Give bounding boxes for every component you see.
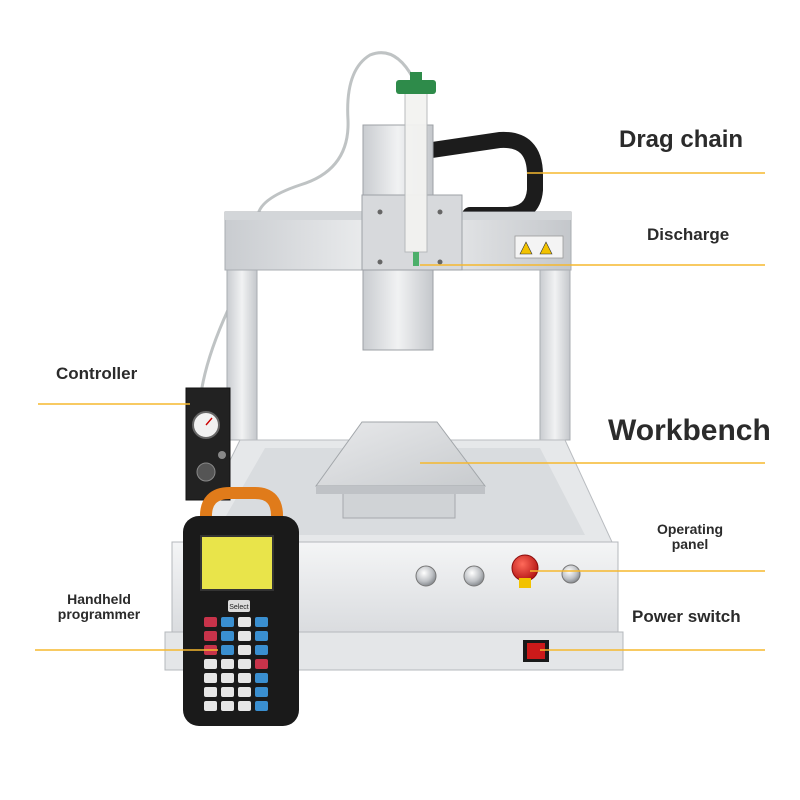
label-workbench: Workbench bbox=[608, 414, 771, 447]
panel-button-3 bbox=[561, 564, 581, 584]
emergency-stop-button bbox=[511, 554, 539, 582]
pendant-key bbox=[221, 701, 234, 711]
pendant-key bbox=[221, 659, 234, 669]
pendant-key bbox=[204, 701, 217, 711]
warning-sticker bbox=[514, 235, 564, 259]
pendant-key bbox=[238, 659, 251, 669]
pendant-key bbox=[204, 687, 217, 697]
pendant-key bbox=[204, 673, 217, 683]
panel-button-2 bbox=[463, 565, 485, 587]
pendant-key bbox=[255, 631, 268, 641]
pendant-key bbox=[255, 687, 268, 697]
pendant-key bbox=[221, 687, 234, 697]
pendant-key bbox=[204, 631, 217, 641]
left-leg bbox=[226, 269, 258, 441]
pendant-key bbox=[238, 687, 251, 697]
pendant-key bbox=[221, 631, 234, 641]
pendant-key bbox=[238, 645, 251, 655]
label-handheld-programmer: Handheld programmer bbox=[52, 592, 146, 621]
pendant-key bbox=[238, 631, 251, 641]
syringe-cap bbox=[396, 80, 436, 94]
pendant-key bbox=[255, 659, 268, 669]
pendant-key bbox=[204, 617, 217, 627]
label-controller: Controller bbox=[56, 364, 138, 383]
label-operating-panel-line1: Operating bbox=[656, 521, 724, 537]
pendant-top-key-label: Select bbox=[229, 604, 249, 611]
pendant-key bbox=[255, 645, 268, 655]
label-handheld-line1: Handheld bbox=[67, 591, 131, 607]
dispensing-needle bbox=[413, 252, 419, 266]
label-drag-chain: Drag chain bbox=[619, 126, 744, 153]
syringe-barrel bbox=[404, 91, 428, 253]
label-operating-panel: Operating panel bbox=[647, 522, 733, 551]
workbench-plate bbox=[315, 421, 486, 487]
label-power-switch: Power switch bbox=[632, 607, 741, 626]
pendant-key bbox=[255, 673, 268, 683]
pendant-screen bbox=[200, 535, 274, 591]
pendant-key bbox=[238, 617, 251, 627]
pendant-key bbox=[221, 673, 234, 683]
pendant-key bbox=[221, 617, 234, 627]
pendant-key bbox=[255, 701, 268, 711]
controller-box bbox=[185, 387, 231, 501]
pendant-key bbox=[238, 673, 251, 683]
handheld-programmer: Select bbox=[183, 487, 299, 726]
label-handheld-line2: programmer bbox=[57, 605, 141, 622]
pendant-key bbox=[204, 659, 217, 669]
label-discharge: Discharge bbox=[647, 225, 730, 244]
pendant-key bbox=[221, 645, 234, 655]
panel-button-1 bbox=[415, 565, 437, 587]
pendant-key bbox=[255, 617, 268, 627]
label-operating-panel-line2: panel bbox=[671, 535, 709, 552]
right-leg bbox=[539, 269, 571, 441]
pendant-key bbox=[238, 701, 251, 711]
pendant-top-key bbox=[228, 600, 250, 612]
